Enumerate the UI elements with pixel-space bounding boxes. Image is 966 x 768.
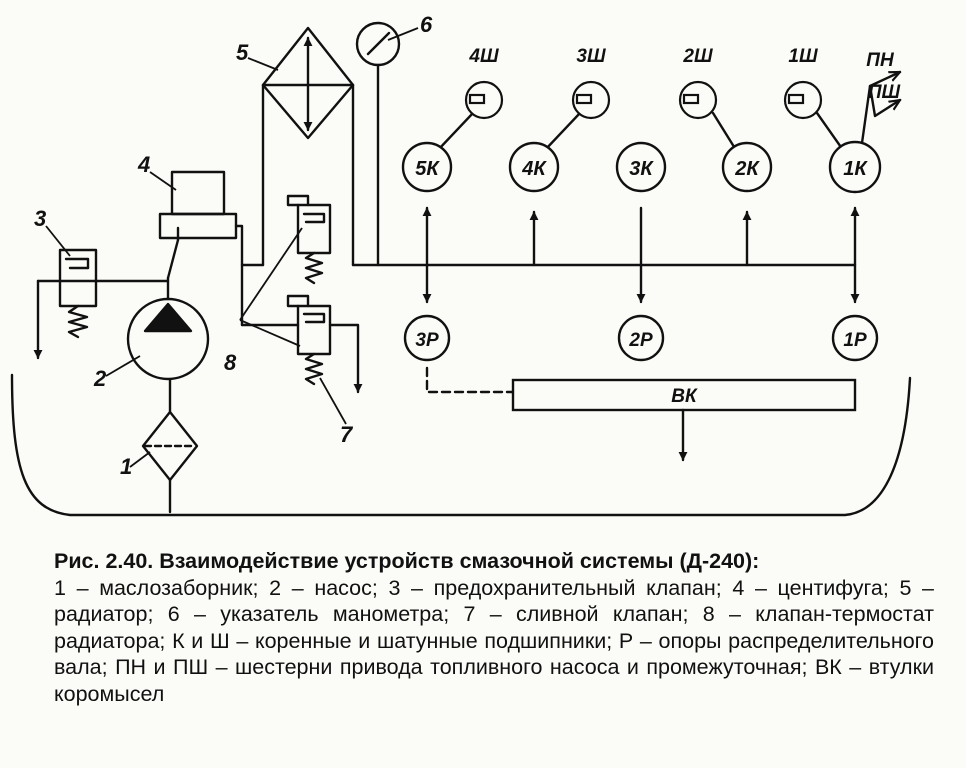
main-bearing-1k: 1К [828,140,882,194]
camshaft-supports: 3Р 2Р 1Р [403,314,879,362]
caption-legend: 1 – маслозаборник; 2 – насос; 3 – предох… [54,575,934,706]
rod-bearing-1sh [783,80,823,120]
centrifuge [158,170,238,240]
camshaft-support-3r-label: 3Р [415,330,439,351]
intermediate-gear-label: ПШ [868,82,901,103]
callout-1: 1 [120,454,132,479]
main-bearing-4k-label: 4К [521,158,547,180]
camshaft-support-1r-label: 1Р [843,330,867,351]
radiator [261,26,355,267]
caption-title: Рис. 2.40. Взаимодействие устройств смаз… [54,549,760,573]
rod-bearing-3sh-label: 3Ш [576,46,606,67]
rod-bearing-4sh [464,80,504,120]
callout-8: 8 [224,350,237,375]
pressure-gauge [355,21,401,267]
rod-bearings [464,80,823,120]
main-bearing-3k-label: 3К [629,158,654,180]
drain-valve [286,294,363,394]
callout-4: 4 [137,152,150,177]
safety-valve [58,248,98,339]
fuel-pump-gear-label: ПН [866,50,895,71]
rocker-bushings-label: ВК [671,386,698,407]
main-bearing-3k: 3К [615,141,667,193]
callout-3: 3 [34,206,46,231]
main-bearings: 5К 4К 3К 2К 1К [401,140,882,194]
camshaft-support-2r: 2Р [617,314,665,362]
callout-2: 2 [93,366,107,391]
camshaft-support-1r: 1Р [831,314,879,362]
lubrication-system-diagram: 5К 4К 3К 2К 1К [10,12,912,517]
radiator-thermostat-valve [286,194,332,285]
callout-6: 6 [420,12,433,37]
main-bearing-4k: 4К [508,141,560,193]
main-bearing-1k-label: 1К [843,158,868,180]
rocker-bushings: ВК [511,378,857,412]
rod-bearing-4sh-label: 4Ш [468,46,499,67]
oil-intake-filter [141,378,199,514]
rod-bearing-2sh-label: 2Ш [682,46,713,67]
rod-bearing-1sh-label: 1Ш [788,46,818,67]
oil-pump [126,276,210,381]
callout-5: 5 [236,40,249,65]
rod-bearing-3sh [571,80,611,120]
main-bearing-2k: 2К [721,141,773,193]
camshaft-support-2r-label: 2Р [628,330,653,351]
callout-7: 7 [340,422,354,447]
rod-bearing-2sh [678,80,718,120]
oil-sump [10,373,912,517]
figure-caption: Рис. 2.40. Взаимодействие устройств смаз… [54,548,934,707]
main-bearing-5k: 5К [401,141,453,193]
main-bearing-5k-label: 5К [415,158,440,180]
camshaft-support-3r: 3Р [403,314,451,362]
main-bearing-2k-label: 2К [734,158,760,180]
